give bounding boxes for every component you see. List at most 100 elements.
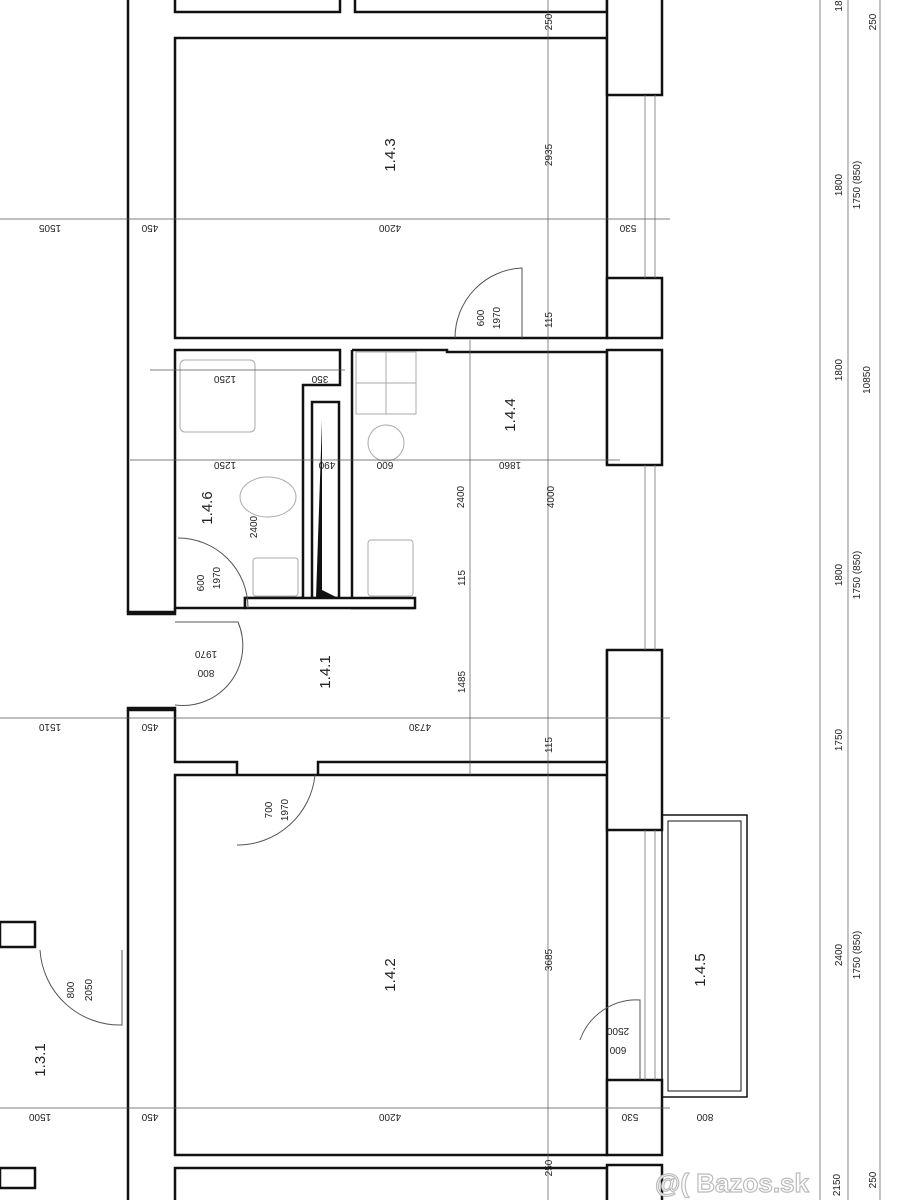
neighbor-wall: [0, 920, 37, 949]
dim-label: 250: [544, 13, 555, 30]
dim-label: 1485: [457, 670, 468, 693]
dim-label: 450: [141, 222, 158, 233]
dim-label: 250: [544, 1159, 555, 1176]
door-arc: [174, 621, 244, 706]
sink: [367, 424, 405, 462]
dim-label: 530: [621, 1111, 638, 1122]
dim-label: 1970: [492, 306, 503, 329]
dim-label: 800: [197, 667, 214, 678]
dim-label: 1250: [213, 459, 236, 470]
dim-label: 1970: [212, 566, 223, 589]
balcony-1-4-5: [661, 814, 748, 1098]
dim-label: 600: [376, 459, 393, 470]
wall-segment: [605, 276, 664, 340]
dim-label: 4200: [378, 222, 401, 233]
dim-label: 2935: [544, 143, 555, 166]
dim-label: 1510: [38, 721, 61, 732]
dim-label: 2050: [84, 978, 95, 1001]
room-label-1-4-1: 1.4.1: [317, 655, 334, 688]
door-arc: [39, 949, 123, 1026]
fridge: [367, 539, 414, 597]
room-top-left-partial: [173, 0, 342, 14]
dim-label: 700: [264, 801, 275, 818]
dim-label: 2150: [832, 1173, 843, 1196]
dim-label: 1750 (850): [852, 931, 863, 979]
dim-label: 600: [196, 574, 207, 591]
dim-label: 600: [609, 1044, 626, 1055]
dim-label: 450: [141, 721, 158, 732]
dim-label: 1750 (850): [852, 551, 863, 599]
wall-segment: [605, 1078, 664, 1157]
dim-label: 1800: [834, 563, 845, 586]
kitchen-wall: [243, 596, 417, 610]
dim-label: 1800: [834, 358, 845, 381]
shaft-hatch: [316, 420, 338, 598]
neighbor-wall: [0, 1166, 37, 1190]
dim-label: 1505: [38, 222, 61, 233]
dim-label: 1750 (850): [852, 161, 863, 209]
room-labels: 1.4.3 1.4.4 1.4.6 1.4.1 1.4.2 1.4.5 1.3.…: [32, 138, 709, 1076]
windows: [644, 95, 656, 1080]
dim-label: 4730: [408, 721, 431, 732]
room-label-1-4-2: 1.4.2: [382, 958, 399, 991]
room-label-1-3-1: 1.3.1: [32, 1043, 49, 1076]
dim-label: 1250: [213, 373, 236, 384]
room-label-1-4-3: 1.4.3: [382, 138, 399, 171]
dim-label: 115: [544, 737, 555, 753]
dim-label: 4000: [546, 485, 557, 508]
room-1-4-3: [173, 36, 609, 340]
balcony-inner-rail: [667, 820, 742, 1092]
dim-label: 3685: [544, 948, 555, 971]
dim-label: 2400: [456, 485, 467, 508]
door-arc: [579, 999, 641, 1080]
dim-label: 530: [619, 222, 636, 233]
dim-label: 2400: [834, 943, 845, 966]
room-label-1-4-5: 1.4.5: [692, 953, 709, 986]
entrance-jamb: [126, 610, 177, 616]
shaft: [310, 400, 341, 600]
room-label-1-4-6: 1.4.6: [199, 491, 216, 524]
room-1-4-2: [173, 773, 609, 1157]
dim-label: 4200: [378, 1111, 401, 1122]
washbasin: [252, 557, 299, 597]
dim-label: 115: [544, 312, 555, 328]
dim-label: 18: [834, 0, 845, 12]
dim-label: 800: [66, 981, 77, 998]
dim-label: 450: [141, 1111, 158, 1122]
wall-segment: [605, 1163, 664, 1200]
shower-tray: [179, 359, 256, 433]
room-top-right-partial: [353, 0, 609, 14]
fixtures: [179, 351, 417, 597]
dim-label: 1800: [834, 173, 845, 196]
dim-label: 1750: [834, 728, 845, 751]
watermark: @( Bazos.sk: [655, 1168, 809, 1198]
dim-label: 115: [457, 570, 468, 586]
dimension-lines: [0, 0, 881, 1200]
dim-label: 1970: [280, 798, 291, 821]
dimension-labels: 250 2935 1505 450 4200 530 600 1970 115 …: [28, 13, 713, 1176]
dim-label: 1860: [498, 459, 521, 470]
dim-label: 1970: [194, 648, 217, 659]
door-arc: [236, 774, 316, 846]
walls: [0, 0, 748, 1200]
door-arc: [177, 537, 249, 609]
dim-label: 2400: [249, 515, 260, 538]
wall-segment: [605, 648, 664, 832]
wall-segment: [605, 0, 664, 97]
dim-label: 600: [476, 309, 487, 326]
toilet: [239, 476, 297, 518]
room-label-1-4-4: 1.4.4: [502, 398, 519, 431]
dim-label: 800: [696, 1111, 713, 1122]
dim-label: 10850: [862, 366, 873, 394]
dim-label: 1500: [28, 1111, 51, 1122]
right-dimension-labels: 18 250 1800 1750 (850) 1800 10850 1800 1…: [832, 0, 879, 1196]
dim-label: 350: [311, 373, 328, 384]
room-bottom-partial: [173, 1166, 609, 1200]
dim-label: 250: [868, 13, 879, 30]
wall-segment: [605, 348, 664, 467]
entrance-jamb: [126, 706, 177, 712]
dim-label: 2500: [606, 1025, 629, 1036]
room-1-4-1-4-4: [173, 348, 609, 775]
doors: [39, 267, 641, 1080]
